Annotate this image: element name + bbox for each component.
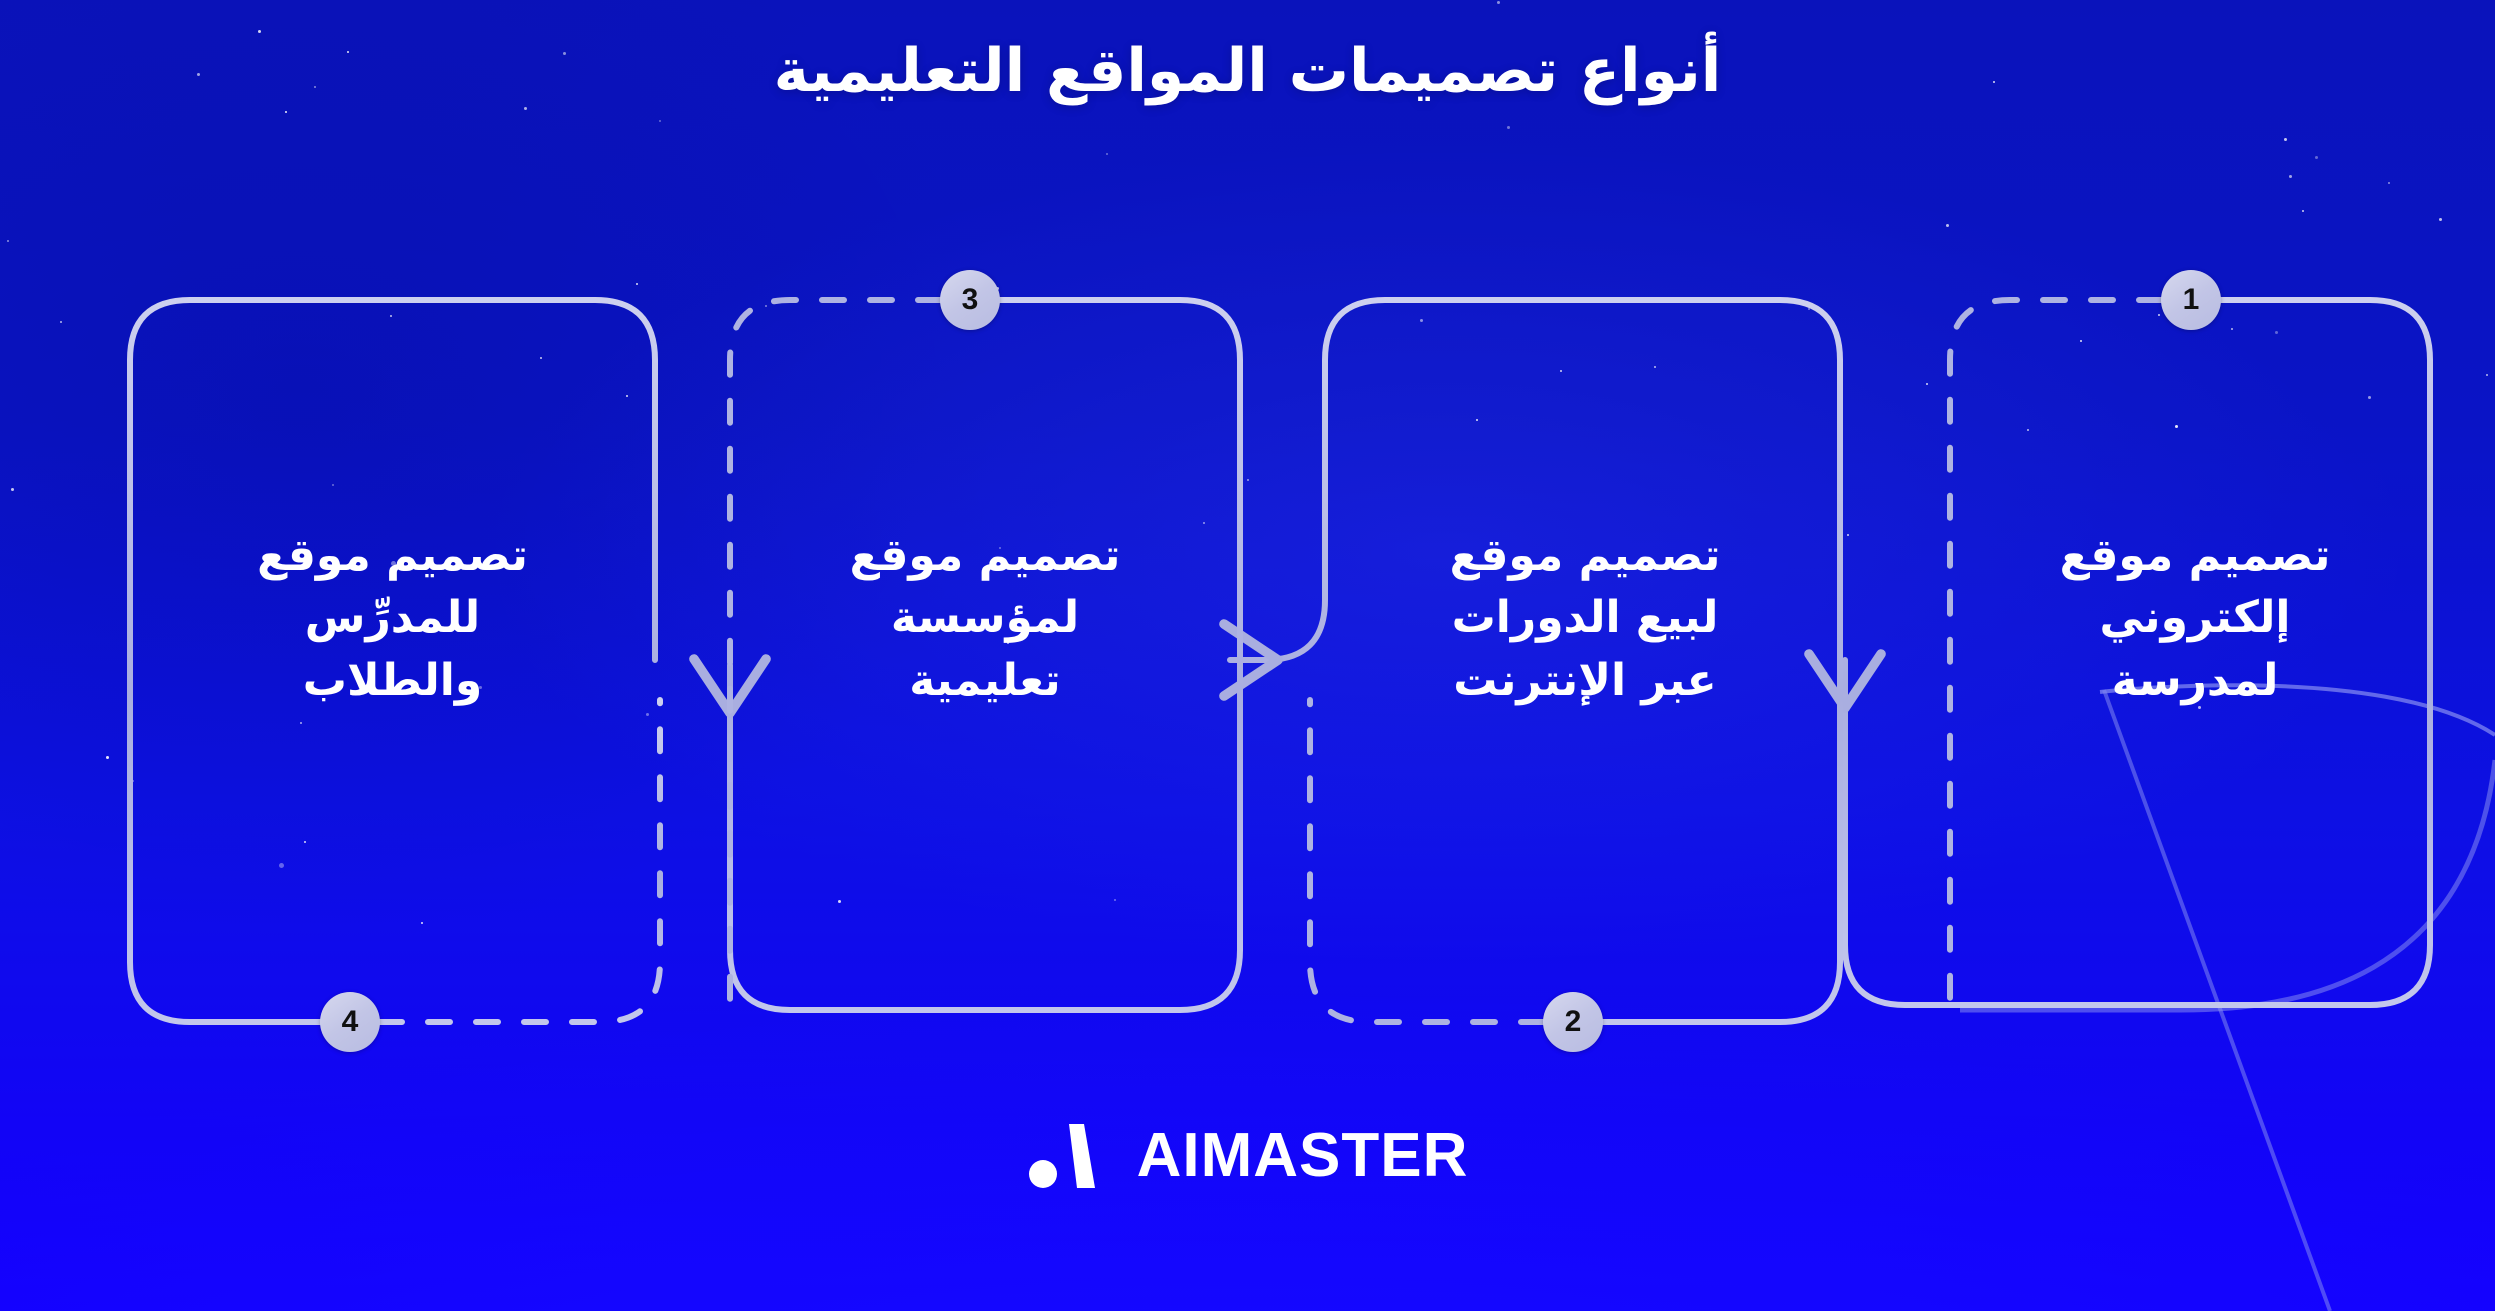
card-3-frame: [689, 297, 1243, 1013]
step-badge-4: 4: [320, 992, 380, 1052]
brand-logo: AIMASTER: [0, 1122, 2495, 1190]
card-1-label: تصميم موقع إلكتروني لمدرسة: [2059, 530, 2331, 706]
card-2-label: تصميم موقع لبيع الدورات عبر الإنترنت: [1449, 530, 1721, 706]
card-2-frame: [1219, 297, 1843, 1025]
card-4-label: تصميم موقع للمدرِّس والطلاب: [257, 530, 528, 706]
aimaster-logo-mark-icon: [1028, 1124, 1095, 1188]
step-badge-1: 1: [2161, 270, 2221, 330]
page-title: أنواع تصميمات المواقع التعليمية: [773, 36, 1722, 106]
card-1-frame: [1804, 297, 2433, 1008]
card-4-frame: [127, 297, 663, 1025]
card-3-label: تصميم موقع لمؤسسة تعليمية: [849, 530, 1121, 706]
brand-name: AIMASTER: [1136, 1121, 1469, 1190]
step-badge-2: 2: [1543, 992, 1603, 1052]
step-badge-3: 3: [940, 270, 1000, 330]
